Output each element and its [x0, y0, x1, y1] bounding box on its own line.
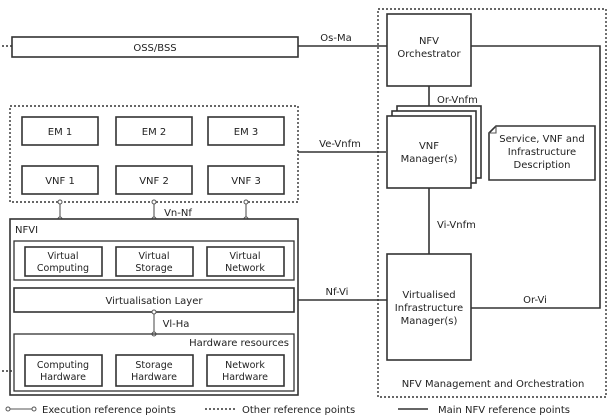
- network-hardware-box: [206, 354, 285, 387]
- virtual-computing-line2: Computing: [37, 263, 89, 274]
- vnf-3-label: VNF 3: [231, 176, 261, 187]
- vn-nf-dot-top-1: [57, 199, 63, 205]
- computing-hardware-line2: Hardware: [40, 372, 86, 383]
- vnf-2-box: [115, 165, 193, 195]
- virtual-network-line2: Network: [225, 263, 265, 274]
- legend-main-label: Main NFV reference points: [438, 405, 570, 416]
- oss-bss-box: [11, 36, 299, 58]
- em-2-label: EM 2: [142, 127, 167, 138]
- legend-execution-dot-left: [5, 406, 11, 412]
- oss-bss-label: OSS/BSS: [133, 43, 176, 54]
- legend-other-label: Other reference points: [242, 405, 355, 416]
- or-vi-label: Or-Vi: [523, 295, 547, 306]
- vnf-3-box: [207, 165, 285, 195]
- vi-ha-dot-top: [151, 309, 157, 315]
- vn-nf-label: Vn-Nf: [164, 208, 192, 219]
- nfvi-title: NFVI: [15, 225, 38, 236]
- vnf-1-label: VNF 1: [45, 176, 75, 187]
- ve-vnfm-label: Ve-Vnfm: [319, 139, 361, 150]
- em-3-box: [207, 116, 285, 146]
- vim-line3: Manager(s): [401, 316, 458, 327]
- service-description-line1: Service, VNF and: [499, 134, 584, 145]
- vnf-2-label: VNF 2: [139, 176, 169, 187]
- vnf-manager-line2: Manager(s): [401, 154, 458, 165]
- virtual-network-box: [206, 246, 285, 277]
- virtualisation-layer-label: Virtualisation Layer: [105, 296, 203, 307]
- or-vnfm-label: Or-Vnfm: [437, 95, 478, 106]
- storage-hardware-box: [115, 354, 194, 387]
- virtual-computing-line1: Virtual: [47, 251, 78, 262]
- mano-title: NFV Management and Orchestration: [402, 379, 585, 390]
- nfv-orchestrator-box: [386, 13, 472, 87]
- virtual-computing-box: [24, 246, 103, 277]
- computing-hardware-box: [24, 354, 103, 387]
- service-description-fold: [489, 126, 497, 134]
- service-description-box: [488, 125, 596, 181]
- em-1-label: EM 1: [48, 127, 73, 138]
- vim-line1: Virtualised: [402, 290, 455, 301]
- orchestrator-line1: NFV: [419, 36, 439, 47]
- em-3-label: EM 3: [234, 127, 259, 138]
- vn-nf-dot-top-2: [151, 199, 157, 205]
- virtual-network-line1: Virtual: [229, 251, 260, 262]
- legend-execution-label: Execution reference points: [42, 405, 176, 416]
- computing-hardware-line1: Computing: [37, 360, 89, 371]
- legend-execution-dot-right: [31, 406, 37, 412]
- vnf-manager-box: [386, 115, 472, 189]
- or-vi-connector: [471, 45, 601, 309]
- virtual-storage-box: [115, 246, 194, 277]
- orchestrator-line2: Orchestrator: [397, 49, 461, 60]
- virtual-resources-group: [13, 240, 295, 281]
- storage-hardware-line2: Hardware: [131, 372, 177, 383]
- os-ma-label: Os-Ma: [320, 33, 351, 44]
- nf-vi-label: Nf-Vi: [326, 287, 349, 298]
- vnf-manager-line1: VNF: [419, 141, 439, 152]
- virtual-storage-line1: Virtual: [138, 251, 169, 262]
- hardware-resources-group: [13, 333, 295, 392]
- service-description-line2: Infrastructure: [508, 147, 576, 158]
- vim-line2: Infrastructure: [395, 303, 463, 314]
- storage-hardware-line1: Storage: [135, 360, 172, 371]
- em-1-box: [21, 116, 99, 146]
- vnf-1-box: [21, 165, 99, 195]
- vi-vnfm-label: Vi-Vnfm: [437, 220, 476, 231]
- vn-nf-dot-top-3: [243, 199, 249, 205]
- mano-frame: [377, 8, 607, 398]
- service-description-line3: Description: [514, 160, 571, 171]
- hardware-resources-title: Hardware resources: [189, 338, 289, 349]
- vim-box: [386, 253, 472, 361]
- em-2-box: [115, 116, 193, 146]
- vi-ha-label: Vl-Ha: [163, 319, 190, 330]
- network-hardware-line2: Hardware: [222, 372, 268, 383]
- virtual-storage-line2: Storage: [135, 263, 172, 274]
- network-hardware-line1: Network: [225, 360, 265, 371]
